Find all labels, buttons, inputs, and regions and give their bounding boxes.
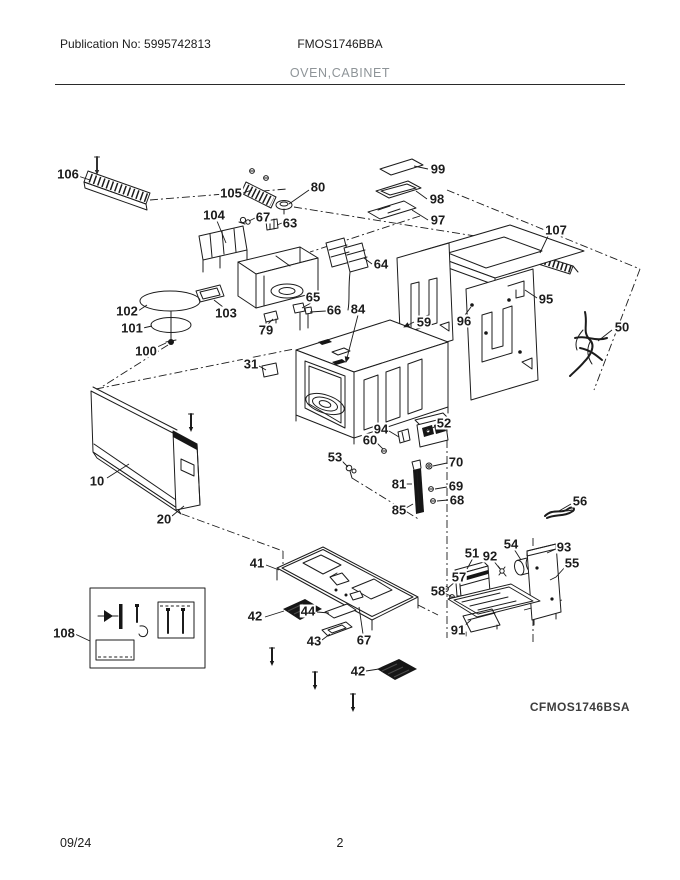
callout-59-17: 59 (415, 314, 433, 330)
callout-67-48: 67 (355, 632, 373, 648)
callout-67-4: 67 (254, 209, 272, 225)
plate-31 (261, 362, 279, 378)
callout-96-16: 96 (455, 313, 473, 329)
panel-93 (526, 543, 562, 626)
callout-107-13: 107 (544, 222, 568, 238)
callout-91-44: 91 (449, 622, 467, 638)
callout-81-31: 81 (390, 476, 408, 492)
bracket-104 (198, 225, 248, 273)
footer-date: 09/24 (60, 836, 92, 850)
turntable-rings (139, 290, 201, 345)
diagram-drawing (74, 156, 641, 713)
callout-52-28: 52 (435, 415, 453, 431)
callout-70-29: 70 (447, 454, 465, 470)
callout-50-19: 50 (613, 319, 631, 335)
callout-54-39: 54 (502, 536, 520, 552)
callout-43-47: 43 (305, 633, 323, 649)
callout-10-24: 10 (88, 473, 106, 489)
cap-80 (275, 200, 293, 215)
callout-66-9: 66 (325, 302, 343, 318)
callout-51-37: 51 (463, 545, 481, 561)
heatsink-105 (240, 168, 277, 209)
hardware-kit-108 (89, 587, 206, 669)
footer-page-number: 2 (336, 836, 344, 850)
callout-44-46: 44 (299, 603, 317, 619)
door-assembly (90, 386, 201, 515)
callout-106-0: 106 (56, 166, 80, 182)
callout-55-41: 55 (563, 555, 581, 571)
callout-84-18: 84 (349, 301, 367, 317)
callout-41-36: 41 (248, 555, 266, 571)
wire-56 (544, 506, 576, 519)
callout-56-35: 56 (571, 493, 589, 509)
callout-95-15: 95 (537, 291, 555, 307)
callout-101-21: 101 (120, 320, 144, 336)
callout-57-42: 57 (450, 569, 468, 585)
page-title: OVEN,CABINET (289, 66, 391, 80)
clip-67-top (238, 216, 251, 225)
callout-100-22: 100 (134, 343, 158, 359)
publication-number: Publication No: 5995742813 (60, 37, 211, 51)
callout-65-8: 65 (304, 289, 322, 305)
oven-cavity (295, 319, 449, 445)
callout-20-25: 20 (155, 511, 173, 527)
part-53 (345, 464, 357, 479)
callout-53-30: 53 (326, 449, 344, 465)
callout-92-38: 92 (481, 548, 499, 564)
callout-97-12: 97 (429, 212, 447, 228)
latch-fasteners (411, 459, 436, 514)
bracket-92 (497, 565, 507, 577)
callout-58-43: 58 (429, 583, 447, 599)
callout-69-32: 69 (447, 478, 465, 494)
callout-104-3: 104 (202, 207, 226, 223)
callout-93-40: 93 (555, 539, 573, 555)
clips-65-66 (292, 302, 313, 331)
control-base-plate (447, 583, 541, 618)
callout-63-5: 63 (281, 215, 299, 231)
callout-79-7: 79 (257, 322, 275, 338)
callout-42-49: 42 (349, 663, 367, 679)
callout-60-27: 60 (361, 432, 379, 448)
base-tray-41 (276, 546, 439, 631)
mounting-screws (268, 647, 357, 713)
diagram-id-watermark: CFMOS1746BSA (529, 700, 630, 714)
plates-43-44 (321, 603, 357, 637)
callout-80-2: 80 (309, 179, 327, 195)
callout-98-11: 98 (428, 191, 446, 207)
callout-68-33: 68 (448, 492, 466, 508)
fan-motor-64 (325, 237, 369, 311)
callout-102-20: 102 (115, 303, 139, 319)
plates-97-98-99 (367, 158, 424, 220)
callout-31-23: 31 (242, 356, 260, 372)
callout-99-10: 99 (429, 161, 447, 177)
model-number: FMOS1746BBA (297, 37, 383, 51)
callout-103-6: 103 (214, 305, 238, 321)
callout-108-50: 108 (52, 625, 76, 641)
wiring-harness-50 (569, 311, 608, 377)
callout-94-26: 94 (372, 421, 390, 437)
callout-64-14: 64 (372, 256, 390, 272)
callout-85-34: 85 (390, 502, 408, 518)
header-rule (55, 84, 625, 85)
callout-105-1: 105 (219, 185, 243, 201)
callout-42-45: 42 (246, 608, 264, 624)
grille-106 (83, 156, 151, 211)
